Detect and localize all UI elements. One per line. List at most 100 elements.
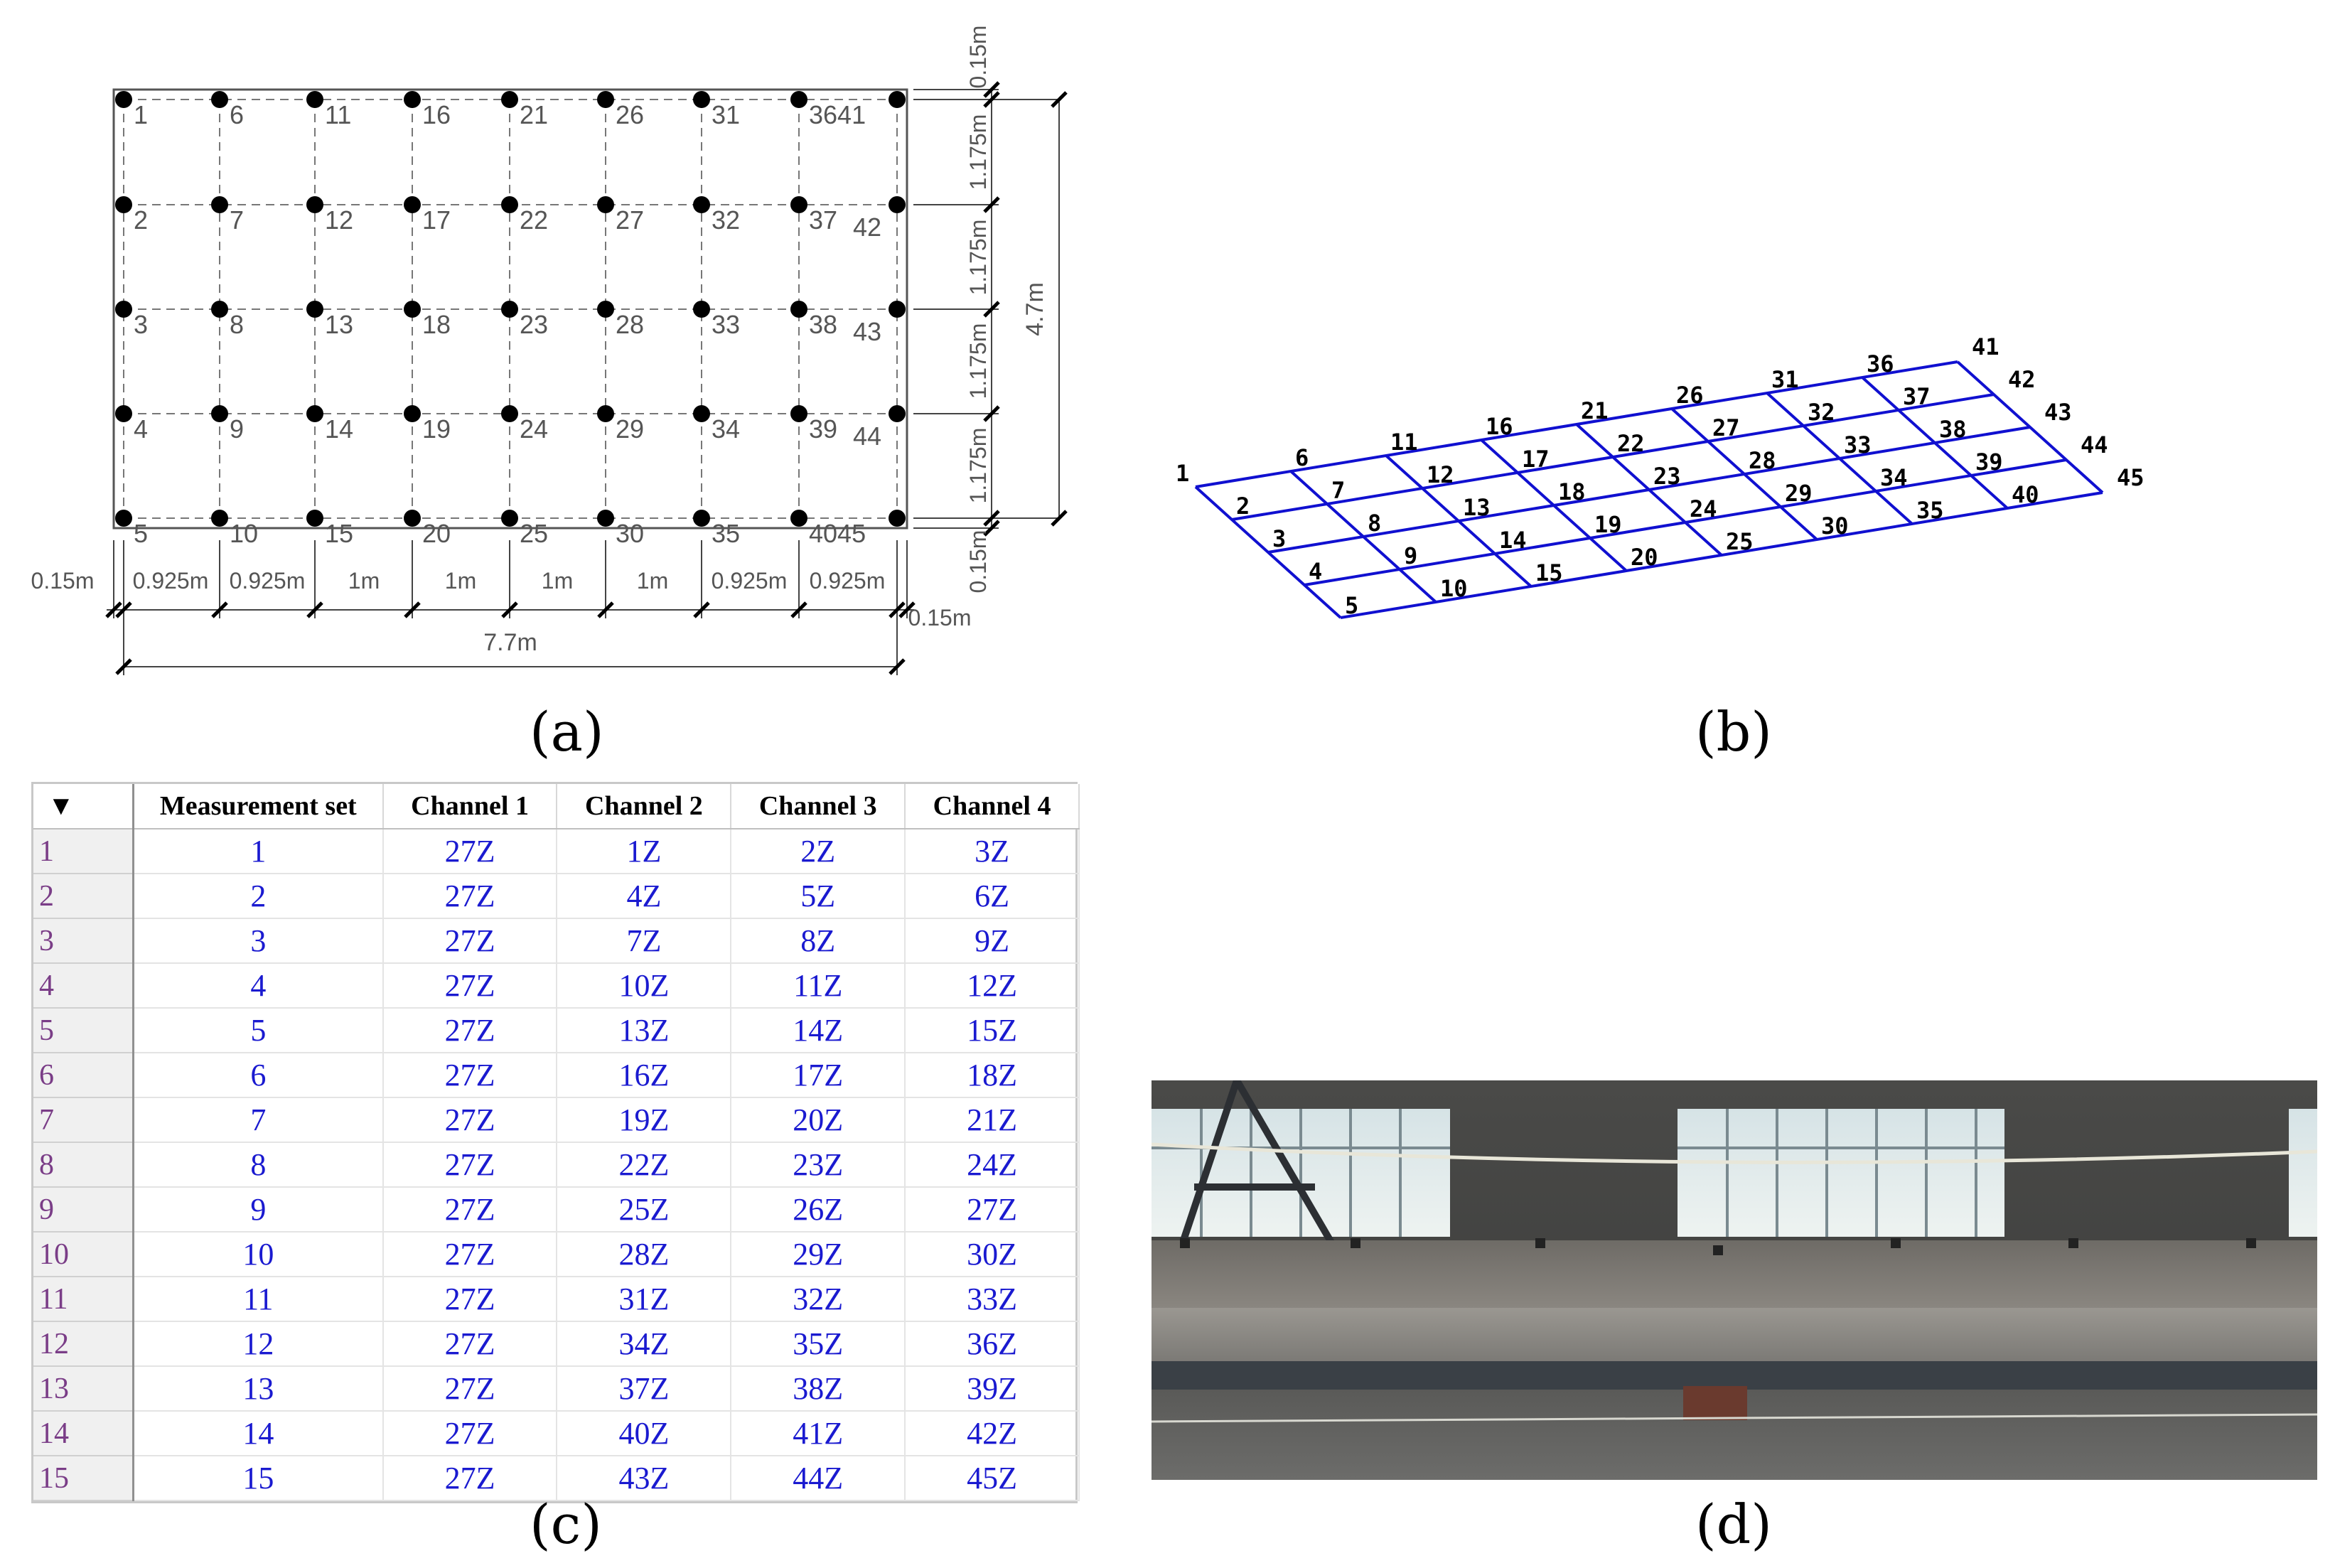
channel-3-cell[interactable]: 5Z xyxy=(731,874,906,919)
measurement-set-cell[interactable]: 15 xyxy=(133,1456,384,1501)
channel-1-cell[interactable]: 27Z xyxy=(382,918,558,964)
measurement-set-cell[interactable]: 2 xyxy=(133,874,384,919)
row-number-cell[interactable]: 14 xyxy=(33,1411,134,1456)
channel-4-cell[interactable]: 33Z xyxy=(905,1277,1080,1322)
channel-2-cell[interactable]: 28Z xyxy=(557,1232,732,1277)
row-number-cell[interactable]: 5 xyxy=(33,1008,134,1053)
channel-1-cell[interactable]: 27Z xyxy=(382,1097,558,1143)
row-number-cell[interactable]: 12 xyxy=(33,1321,134,1367)
channel-4-cell[interactable]: 3Z xyxy=(905,829,1080,874)
channel-3-cell[interactable]: 11Z xyxy=(731,963,906,1009)
channel-4-cell[interactable]: 15Z xyxy=(905,1008,1080,1053)
row-number-cell[interactable]: 11 xyxy=(33,1277,134,1322)
channel-3-cell[interactable]: 14Z xyxy=(731,1008,906,1053)
channel-4-cell[interactable]: 24Z xyxy=(905,1142,1080,1188)
channel-1-cell[interactable]: 27Z xyxy=(382,1232,558,1277)
channel-3-cell[interactable]: 26Z xyxy=(731,1187,906,1233)
channel-2-cell[interactable]: 22Z xyxy=(557,1142,732,1188)
measurement-set-cell[interactable]: 6 xyxy=(133,1053,384,1098)
header-channel-2[interactable]: Channel 2 xyxy=(557,784,732,829)
channel-2-cell[interactable]: 43Z xyxy=(557,1456,732,1501)
channel-2-cell[interactable]: 31Z xyxy=(557,1277,732,1322)
row-number-cell[interactable]: 8 xyxy=(33,1142,134,1188)
channel-3-cell[interactable]: 2Z xyxy=(731,829,906,874)
channel-4-cell[interactable]: 45Z xyxy=(905,1456,1080,1501)
header-channel-4[interactable]: Channel 4 xyxy=(905,784,1080,829)
measurement-set-cell[interactable]: 1 xyxy=(133,829,384,874)
measurement-set-cell[interactable]: 3 xyxy=(133,918,384,964)
channel-2-cell[interactable]: 34Z xyxy=(557,1321,732,1367)
channel-2-cell[interactable]: 10Z xyxy=(557,963,732,1009)
channel-1-cell[interactable]: 27Z xyxy=(382,874,558,919)
channel-4-cell[interactable]: 18Z xyxy=(905,1053,1080,1098)
measurement-set-cell[interactable]: 11 xyxy=(133,1277,384,1322)
measurement-set-cell[interactable]: 9 xyxy=(133,1187,384,1233)
channel-4-cell[interactable]: 42Z xyxy=(905,1411,1080,1456)
header-channel-3[interactable]: Channel 3 xyxy=(731,784,906,829)
channel-3-cell[interactable]: 35Z xyxy=(731,1321,906,1367)
channel-2-cell[interactable]: 7Z xyxy=(557,918,732,964)
table-corner-sort-icon[interactable]: ▼ xyxy=(33,784,134,829)
header-channel-1[interactable]: Channel 1 xyxy=(382,784,558,829)
channel-3-cell[interactable]: 8Z xyxy=(731,918,906,964)
channel-1-cell[interactable]: 27Z xyxy=(382,1456,558,1501)
measurement-set-cell[interactable]: 10 xyxy=(133,1232,384,1277)
measurement-set-cell[interactable]: 7 xyxy=(133,1097,384,1143)
channel-4-cell[interactable]: 27Z xyxy=(905,1187,1080,1233)
channel-2-cell[interactable]: 4Z xyxy=(557,874,732,919)
channel-2-cell[interactable]: 25Z xyxy=(557,1187,732,1233)
channel-2-cell[interactable]: 16Z xyxy=(557,1053,732,1098)
channel-2-cell[interactable]: 13Z xyxy=(557,1008,732,1053)
row-number-cell[interactable]: 15 xyxy=(33,1456,134,1501)
row-number-cell[interactable]: 1 xyxy=(33,829,134,874)
row-number-cell[interactable]: 6 xyxy=(33,1053,134,1098)
channel-4-cell[interactable]: 30Z xyxy=(905,1232,1080,1277)
channel-3-cell[interactable]: 32Z xyxy=(731,1277,906,1322)
measurement-set-cell[interactable]: 12 xyxy=(133,1321,384,1367)
channel-4-cell[interactable]: 21Z xyxy=(905,1097,1080,1143)
row-number-cell[interactable]: 4 xyxy=(33,963,134,1009)
channel-3-cell[interactable]: 23Z xyxy=(731,1142,906,1188)
channel-3-cell[interactable]: 20Z xyxy=(731,1097,906,1143)
channel-1-cell[interactable]: 27Z xyxy=(382,963,558,1009)
row-number-cell[interactable]: 9 xyxy=(33,1187,134,1233)
row-number-cell[interactable]: 13 xyxy=(33,1366,134,1412)
channel-3-cell[interactable]: 38Z xyxy=(731,1366,906,1412)
channel-4-cell[interactable]: 36Z xyxy=(905,1321,1080,1367)
channel-3-cell[interactable]: 41Z xyxy=(731,1411,906,1456)
measurement-set-cell[interactable]: 8 xyxy=(133,1142,384,1188)
channel-3-cell[interactable]: 29Z xyxy=(731,1232,906,1277)
measurement-set-cell[interactable]: 14 xyxy=(133,1411,384,1456)
channel-2-cell[interactable]: 37Z xyxy=(557,1366,732,1412)
channel-1-cell[interactable]: 27Z xyxy=(382,829,558,874)
channel-3-cell[interactable]: 44Z xyxy=(731,1456,906,1501)
row-number-cell[interactable]: 2 xyxy=(33,874,134,919)
measurement-set-cell[interactable]: 5 xyxy=(133,1008,384,1053)
channel-1-cell[interactable]: 27Z xyxy=(382,1142,558,1188)
channel-4-cell[interactable]: 12Z xyxy=(905,963,1080,1009)
channel-1-cell[interactable]: 27Z xyxy=(382,1187,558,1233)
channel-1-cell[interactable]: 27Z xyxy=(382,1008,558,1053)
channel-4-cell[interactable]: 9Z xyxy=(905,918,1080,964)
channel-2-cell[interactable]: 1Z xyxy=(557,829,732,874)
channel-4-cell[interactable]: 39Z xyxy=(905,1366,1080,1412)
channel-1-cell[interactable]: 27Z xyxy=(382,1053,558,1098)
measurement-set-cell[interactable]: 4 xyxy=(133,963,384,1009)
channel-1-cell[interactable]: 27Z xyxy=(382,1321,558,1367)
header-measurement-set[interactable]: Measurement set xyxy=(133,784,384,829)
channel-2-cell[interactable]: 40Z xyxy=(557,1411,732,1456)
